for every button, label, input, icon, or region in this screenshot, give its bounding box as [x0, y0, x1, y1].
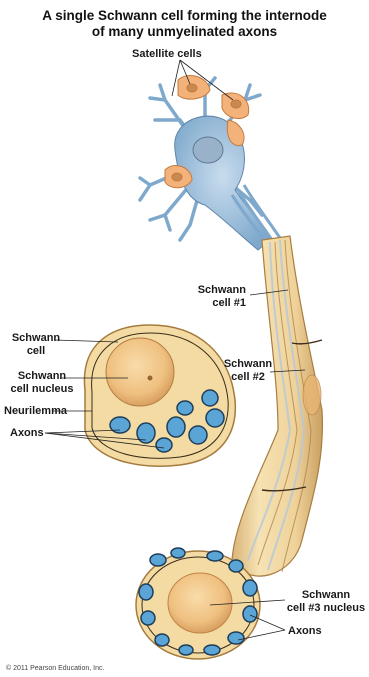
label-schwann-nucleus-line1: Schwann — [5, 370, 79, 383]
label-schwann-nucleus-line2: cell nucleus — [5, 383, 79, 396]
label-axons-right: Axons — [288, 625, 322, 638]
neuron-nucleus — [193, 137, 223, 163]
label-axons-left: Axons — [10, 427, 44, 440]
label-neurilemma: Neurilemma — [4, 405, 67, 418]
label-schwann-cell-1-line1: Schwann — [186, 284, 246, 297]
label-schwann-cell-3-line2: cell #3 nucleus — [283, 602, 369, 615]
label-schwann-cell-line2: cell — [10, 345, 62, 358]
label-schwann-cell-2-line2: cell #2 — [222, 371, 274, 384]
copyright-notice: © 2011 Pearson Education, Inc. — [6, 665, 104, 672]
schwann2-nucleus-bulge — [303, 375, 321, 415]
label-schwann-cell-1-line2: cell #1 — [186, 297, 246, 310]
label-satellite-cells: Satellite cells — [132, 48, 202, 61]
label-schwann-cell-2-line1: Schwann — [222, 358, 274, 371]
label-schwann-cell-line1: Schwann — [10, 332, 62, 345]
label-schwann-cell-3-line1: Schwann — [286, 589, 366, 602]
